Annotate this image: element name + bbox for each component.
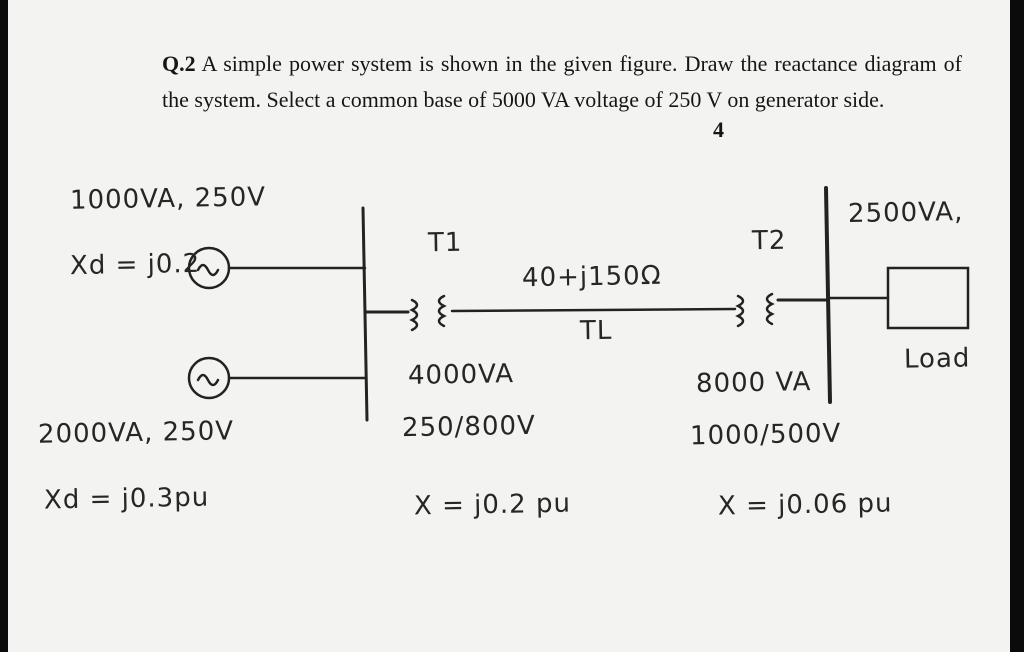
bus-1: [361, 206, 369, 422]
t2-primary-coil: [735, 294, 745, 328]
t1-secondary-coil: [437, 294, 447, 328]
load-rating: 2500VA,: [847, 196, 964, 230]
t1-rating: 4000VA: [407, 359, 515, 391]
question-body: A simple power system is shown in the gi…: [162, 51, 962, 112]
t2-rating: 8000 VA: [695, 366, 812, 400]
gen2-rating: 2000VA, 250V: [37, 416, 235, 450]
t1-reactance: X = j0.2 pu: [413, 488, 572, 522]
line-label: TL: [579, 315, 613, 347]
t1-voltage: 250/800V: [401, 410, 537, 444]
gen1-reactance: Xd = j0.2: [69, 248, 201, 282]
t2-voltage: 1000/500V: [689, 418, 842, 452]
bus-2: [824, 186, 832, 404]
generator-2-symbol: [187, 356, 231, 400]
paper-sheet: [8, 0, 1010, 652]
generator-1-sine: [196, 263, 220, 277]
load-box: [886, 266, 970, 330]
t2-label: T2: [751, 225, 787, 257]
generator-2-sine: [196, 373, 220, 387]
t1-primary-coil: [409, 298, 419, 332]
question-text-block: Q.2 A simple power system is shown in th…: [162, 46, 962, 118]
t2-secondary-coil: [765, 292, 775, 326]
t2-reactance: X = j0.06 pu: [717, 488, 893, 522]
t1-label: T1: [427, 227, 463, 259]
load-label: Load: [903, 343, 971, 375]
line-impedance: 40+j150Ω: [521, 260, 662, 294]
gen1-rating: 1000VA, 250V: [69, 182, 267, 216]
transmission-line: [450, 307, 737, 313]
gen2-reactance: Xd = j0.3pu: [43, 482, 210, 516]
question-marks: 4: [713, 117, 724, 142]
question-number: Q.2: [162, 51, 196, 76]
